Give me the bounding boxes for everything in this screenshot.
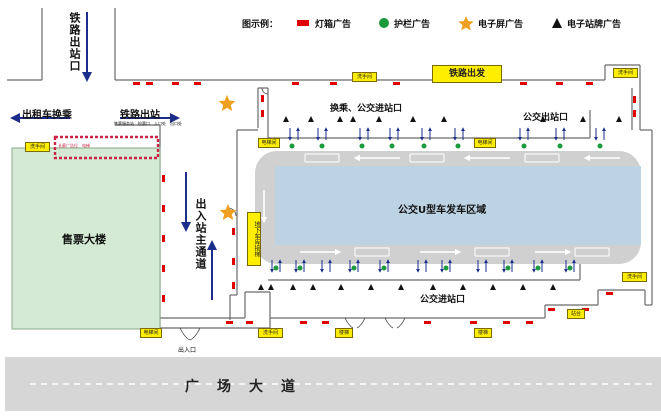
light-box-marker [582,308,589,311]
light-box-marker [633,96,636,103]
light-box-marker [246,321,253,324]
light-box-marker [548,308,555,311]
bus-icons [304,153,610,257]
green-circle-icon [379,18,389,28]
light-box-marker [261,95,264,102]
billboard-dashed-area [53,135,160,160]
bus-exit-label: 公交出站口 [523,113,569,123]
stairs-tag: 电梯间 [258,138,280,148]
red-rectangle-icon [297,20,309,26]
light-box-marker [503,321,510,324]
stairs-tag: 电梯间 [474,138,496,148]
light-box-marker [586,82,593,85]
bus-entry-bottom-label: 公交进站口 [420,295,466,305]
light-box-marker [526,321,533,324]
screen-ad-markers [218,95,237,220]
billboard-text: 长廊广告位 电梯 [58,143,90,148]
restroom-tag: 洗手间 [258,328,283,338]
light-box-marker [232,282,235,289]
plaza-road [5,357,661,411]
restroom-tag: 洗手间 [622,272,647,282]
light-box-marker [194,82,201,85]
orange-star-icon [458,16,474,31]
light-box-marker [172,82,179,85]
light-box-marker [261,110,264,117]
legend-label-stop-board: 电子站牌广告 [567,20,622,30]
entrance-exit-label: 出入口 [178,347,197,354]
stop-board-tag: 站台 [567,309,585,319]
light-box-marker [556,82,563,85]
light-box-marker [146,82,153,85]
underground-garage-label: 地下车库接梯 [253,221,260,257]
restroom-tag: 洗手间 [613,68,638,78]
restroom-tag: 洗手间 [25,142,50,152]
light-box-marker [520,82,527,85]
legend-label-screen: 电子屏广告 [478,20,524,30]
passage-tag: 楼梯 [474,328,492,338]
passenger-arrows-bottom [270,259,576,273]
light-box-marker [470,321,477,324]
small-notice-text: 售票服务站 检票口 入口处 出口处 [114,121,182,126]
passenger-arrows-top [288,127,606,141]
legend-label-light-box: 灯箱广告 [315,20,352,30]
restroom-tag: 洗手间 [352,72,377,82]
light-box-marker [133,82,140,85]
railway-exit-label: 铁路出站 [120,110,160,121]
light-box-marker [393,82,400,85]
light-box-marker [606,292,613,295]
light-box-marker [226,321,233,324]
light-box-marker [162,205,165,212]
stop-board-ad-markers [258,116,622,290]
railway-exit-vertical-label: 铁路出站口 [68,12,81,72]
plaza-road-label: 广 场 大 道 [185,379,297,395]
light-box-marker [162,295,165,302]
light-box-marker [292,82,299,85]
light-box-marker [232,228,235,235]
legend-icons [297,16,562,31]
legend-label-guardrail: 护栏广告 [394,20,431,30]
light-box-marker [330,82,337,85]
light-box-marker [232,258,235,265]
taxi-transfer-label: 出租车换乘 [22,110,72,121]
railway-departure-label: 铁路出发 [448,69,485,79]
light-box-marker [162,175,165,182]
legend-title: 图示例： [242,20,279,30]
transfer-bus-entry-label: 换乘、公交进站口 [330,104,403,114]
black-triangle-icon [552,18,562,28]
light-box-marker [300,321,307,324]
main-passage-label: 出入站主通道 [194,198,207,270]
railway-departure-sign: 铁路出发 [432,65,502,83]
light-box-marker [162,235,165,242]
ticket-building-label: 售票大楼 [62,233,106,246]
light-box-marker [322,321,329,324]
light-box-marker [162,265,165,272]
ticket-building [11,147,161,330]
stairs-tag: 电梯间 [140,328,162,338]
bus-u-zone-shape [255,151,641,264]
bus-flow-arrows [260,154,620,256]
underground-garage-sign: 地下车库接梯 [247,212,261,266]
guardrail-ad-markers [273,143,603,271]
passage-tag: 楼梯 [335,328,353,338]
bus-u-zone-label: 公交U型车发车区域 [398,205,487,216]
light-box-marker [633,110,636,117]
light-box-marker [424,321,431,324]
